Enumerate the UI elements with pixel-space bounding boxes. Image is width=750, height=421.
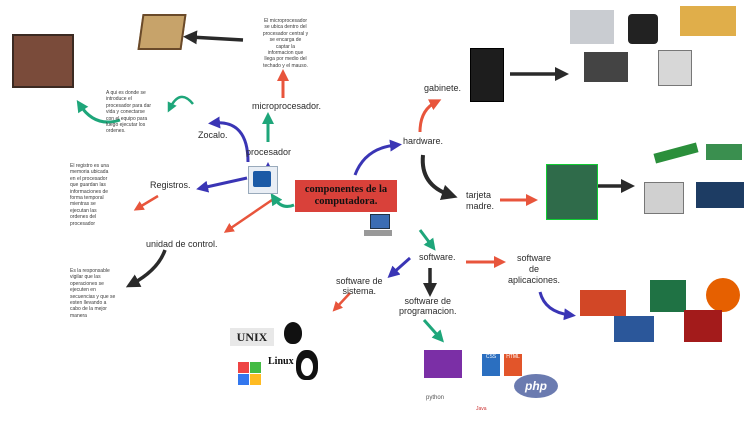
arrow-to-os-logos [332,292,351,312]
arrow-to-socket [76,99,121,124]
excel-icon [650,280,686,312]
note-registros: El registro es una memoria ubicada en el… [70,163,109,227]
unix-logo: UNIX [230,328,274,346]
arrow-to-zocalo-note [167,95,194,113]
arrow-to-tarjeta [420,154,458,201]
central-title: componentes de la computadora. [295,180,397,212]
arrow-to-software [418,229,436,251]
node-tarjeta-madre: tarjeta madre. [466,190,495,211]
php-logo: php [514,374,558,398]
node-microprocesador: microprocesador. [252,101,322,111]
linux-logo: Linux [268,356,294,367]
note-zocalo: A qui es donde se introduce el procesado… [106,90,152,135]
word-icon [614,316,654,342]
arrow-to-zocalo [208,116,250,163]
chip-image [137,14,187,50]
powerpoint-icon [580,290,626,316]
arrow-to-hardware [353,139,402,176]
node-zocalo: Zocalo. [198,130,228,140]
arrow-to-prog-logos [422,319,444,343]
node-software-programacion: software de programacion. [399,296,457,316]
hardware-parts-image [568,6,744,88]
apple-icon [284,322,302,344]
node-software: software. [419,252,456,262]
arrow-to-sw-sistema [387,256,411,278]
node-hardware: hardware. [403,136,444,146]
node-registros: Registros. [150,180,191,190]
node-unidad-control: unidad de control. [146,239,218,249]
node-software-aplicaciones: software de aplicaciones. [508,253,561,285]
node-software-sistema: software de sistema. [336,276,383,296]
vscode-logo [424,350,462,378]
arrow-to-registros-note [133,194,159,211]
css-logo: CSS [482,354,500,376]
note-unidad-control: Es la responsable vigilar que las operac… [70,268,116,319]
windows-icon [238,362,262,386]
intel-cpu-image [248,166,278,194]
arrow-to-unidad-note [125,249,167,288]
python-logo: python [426,395,445,401]
arrow-to-unidad [223,198,273,233]
html-logo: HTML [504,354,522,376]
components-image [640,138,748,216]
motherboard-image [546,164,598,220]
note-microprocesador: El microprocesador se ubica dentro del p… [262,18,309,69]
node-gabinete: gabinete. [424,83,462,93]
arrow-to-chip [183,30,244,45]
pc-case-image [470,48,504,102]
arrow-to-registros [196,176,248,193]
tux-icon [296,350,318,380]
firefox-icon [706,278,740,312]
socket-image [12,34,74,88]
computer-icon [362,214,394,240]
arrow-to-app-logos [538,291,576,321]
java-logo: Java [476,406,487,412]
flash-icon [684,310,722,342]
node-procesador: procesador [246,147,292,157]
arrow-to-gabinete [418,99,442,133]
arrow-title-to-cpu [270,193,295,208]
